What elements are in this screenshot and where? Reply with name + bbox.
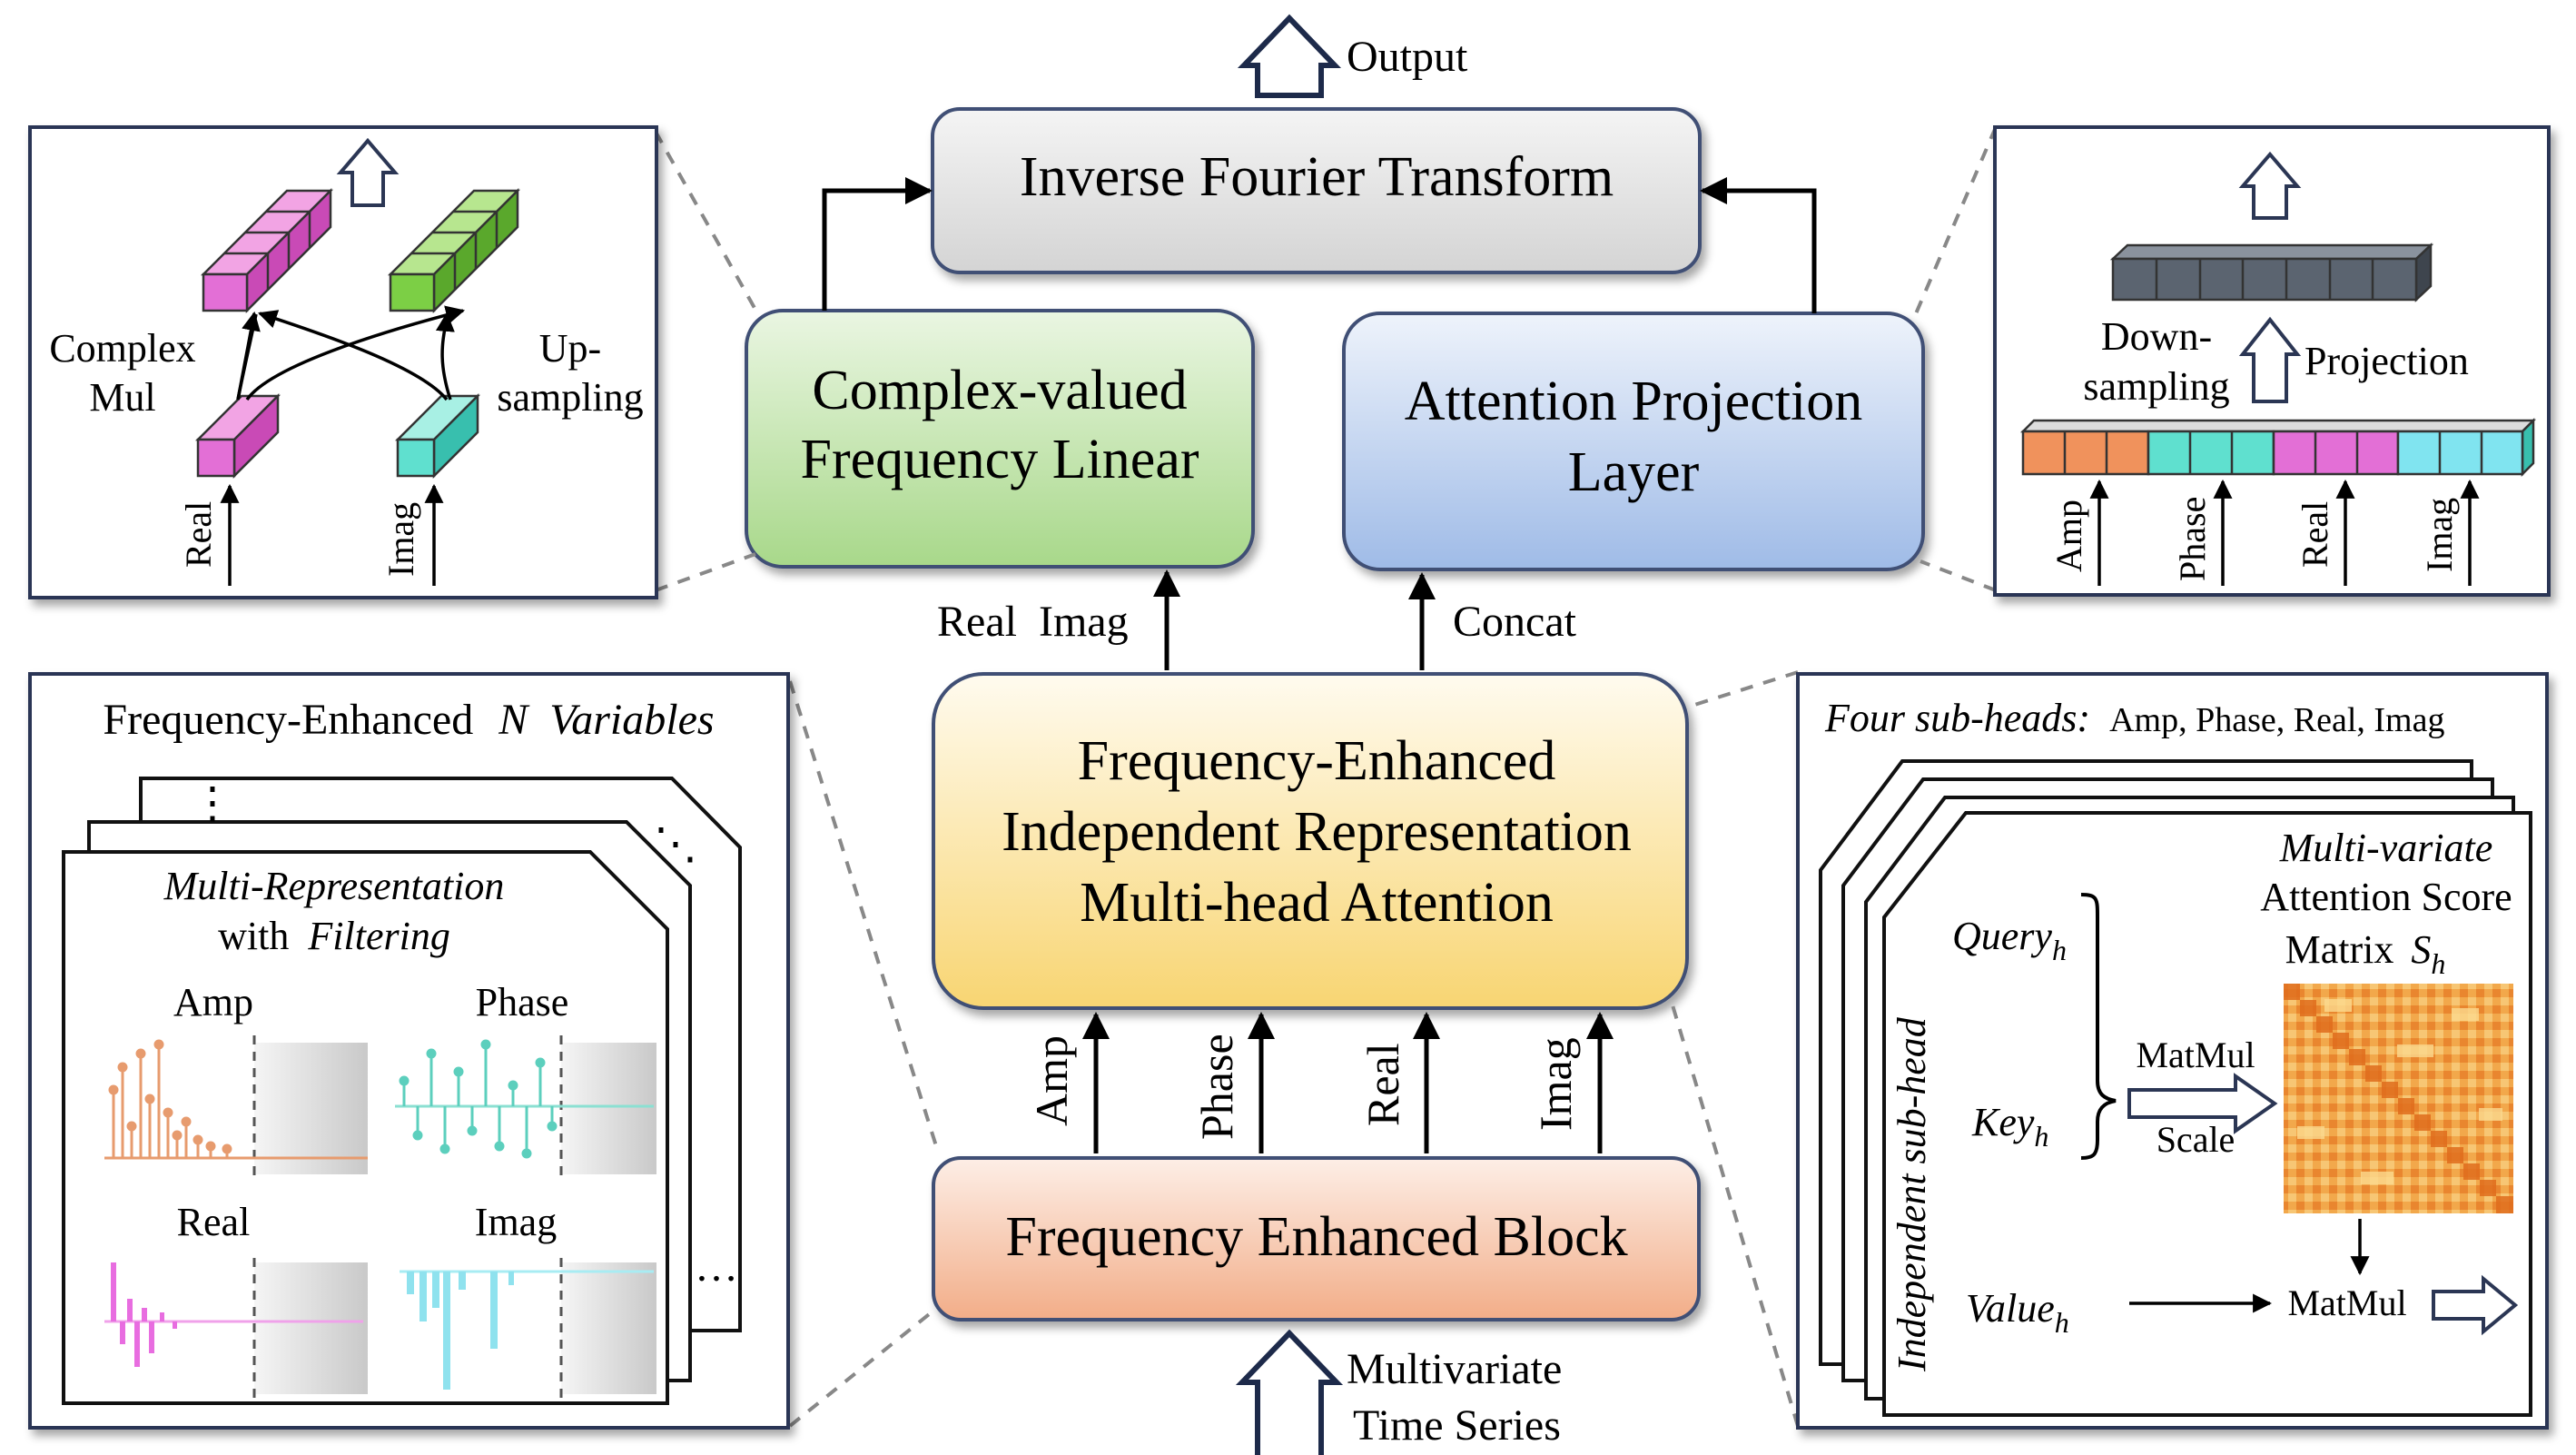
variables-title-suffix: Variables xyxy=(549,696,714,744)
score-line3-prefix: Matrix xyxy=(2285,927,2394,972)
phase-spectrum-plot xyxy=(395,1035,656,1176)
complex-valued-frequency-linear-block xyxy=(745,309,1255,569)
score-line3: Matrix Sh xyxy=(2285,927,2446,980)
feb-label: Frequency Enhanced Block xyxy=(1005,1206,1627,1268)
output-arrow-icon xyxy=(1237,14,1342,98)
upsampling-label-2: sampling xyxy=(497,375,643,420)
imag-edge-label: Imag xyxy=(1530,1037,1581,1131)
attention-projection-layer-block xyxy=(1342,312,1925,571)
down-projection-arrow-icon xyxy=(2238,316,2302,403)
query-subscript: h xyxy=(2052,934,2067,966)
cyan-input-vector-icon xyxy=(394,392,481,480)
value-text: Value xyxy=(1966,1286,2055,1331)
subheads-title-italic: Four sub-heads: xyxy=(1824,696,2090,740)
concat-label: Concat xyxy=(1453,598,1577,646)
panel-real-label: Real xyxy=(178,501,219,568)
key-text: Key xyxy=(1971,1100,2035,1144)
attention-score-heatmap xyxy=(2284,984,2513,1213)
real-spectrum-plot xyxy=(104,1258,368,1399)
input-arrow-icon xyxy=(1235,1329,1344,1455)
real-imag-label: Real Imag xyxy=(937,598,1129,646)
complex-mul-curves xyxy=(236,305,466,401)
key-subscript: h xyxy=(2034,1120,2048,1153)
query-label: Queryh xyxy=(1952,914,2067,966)
variables-title: Frequency-Enhanced N Variables xyxy=(103,696,714,744)
projection-up-arrow-icon xyxy=(2238,151,2302,220)
scale-label: Scale xyxy=(2157,1119,2235,1160)
zoom-connectors xyxy=(654,126,1998,1428)
cvfl-label-line2: Frequency Linear xyxy=(801,429,1199,490)
feirma-label-line1: Frequency-Enhanced xyxy=(1078,730,1556,792)
complex-label-1: Complex xyxy=(49,326,195,371)
feirma-label-line2: Independent Representation xyxy=(1002,801,1632,863)
card-title-2: with Filtering xyxy=(218,914,450,958)
complex-linear-detail-panel xyxy=(28,125,658,599)
matmul-label-2: MatMul xyxy=(2287,1282,2406,1323)
cvfl-to-ift-arrow xyxy=(822,177,933,311)
input-label-line2: Time Series xyxy=(1353,1401,1561,1450)
rt-real-label: Real xyxy=(2295,501,2335,568)
phase-plot-label: Phase xyxy=(476,980,569,1024)
real-edge-label: Real xyxy=(1357,1043,1408,1126)
card-title-2-prefix: with xyxy=(218,914,289,958)
subheads-title-rest: Amp, Phase, Real, Imag xyxy=(2109,701,2444,739)
projection-label: Projection xyxy=(2305,339,2469,383)
score-matrix-symbol: S xyxy=(2411,927,2431,972)
score-line2: Attention Score xyxy=(2260,875,2512,919)
imag-spectrum-plot xyxy=(400,1258,656,1399)
output-matmul-arrow-icon xyxy=(2432,1274,2519,1336)
magenta-input-vector-icon xyxy=(194,392,281,480)
vertical-dots: ⋮ xyxy=(191,779,234,827)
independent-subhead-label: Independent sub-head xyxy=(1890,1016,1934,1372)
variables-title-prefix: Frequency-Enhanced xyxy=(103,696,473,744)
cvfl-label-line1: Complex-valued xyxy=(812,360,1187,421)
value-label: Valueh xyxy=(1966,1286,2069,1339)
subheads-title: Four sub-heads: Amp, Phase, Real, Imag xyxy=(1824,696,2444,740)
key-label: Keyh xyxy=(1971,1100,2048,1153)
diagonal-dots: ⋱ xyxy=(654,820,697,868)
frequency-enhanced-block xyxy=(932,1156,1701,1321)
variables-title-n: N xyxy=(498,696,530,744)
rt-imag-label: Imag xyxy=(2419,498,2460,572)
phase-edge-label: Phase xyxy=(1191,1034,1242,1140)
apl-label-line2: Layer xyxy=(1568,441,1700,503)
card-title-2-italic: Filtering xyxy=(307,914,449,958)
panel-up-arrow-icon xyxy=(336,137,400,207)
rt-phase-label: Phase xyxy=(2172,497,2213,581)
matmul-label: MatMul xyxy=(2136,1034,2255,1075)
horizontal-dots: … xyxy=(695,1242,738,1291)
score-line1: Multi-variate xyxy=(2279,826,2493,870)
complex-label-2: Mul xyxy=(89,375,155,420)
input-label-line1: Multivariate xyxy=(1347,1345,1562,1393)
panel-imag-label: Imag xyxy=(380,502,421,577)
downsampling-label-2: sampling xyxy=(2083,364,2229,409)
real-plot-label: Real xyxy=(177,1200,251,1244)
apl-to-ift-arrow xyxy=(1700,177,1817,313)
downsampling-label-1: Down- xyxy=(2101,314,2212,359)
rt-amp-label: Amp xyxy=(2048,500,2089,572)
score-matrix-subscript: h xyxy=(2431,947,2445,980)
upsampling-label-1: Up- xyxy=(539,326,601,371)
frequency-enhanced-attention-block xyxy=(932,672,1689,1010)
output-label: Output xyxy=(1347,33,1468,81)
green-output-vector-icon xyxy=(387,187,521,314)
magenta-output-vector-icon xyxy=(200,187,334,314)
qk-brace xyxy=(2080,893,2117,1160)
gray-output-vector-icon xyxy=(2109,242,2434,302)
concat-input-vector-icon xyxy=(2019,417,2537,478)
amp-spectrum-plot xyxy=(104,1035,368,1176)
imag-plot-label: Imag xyxy=(475,1200,557,1244)
amp-plot-label: Amp xyxy=(173,980,253,1024)
apl-label-line1: Attention Projection xyxy=(1405,371,1863,432)
feirma-label-line3: Multi-head Attention xyxy=(1080,872,1554,934)
amp-edge-label: Amp xyxy=(1026,1035,1077,1126)
matmul-arrow-icon xyxy=(2127,1073,2278,1134)
card-title-1: Multi-Representation xyxy=(163,864,505,908)
ift-label: Inverse Fourier Transform xyxy=(1020,146,1614,208)
query-text: Query xyxy=(1952,914,2052,958)
value-subscript: h xyxy=(2055,1306,2069,1339)
